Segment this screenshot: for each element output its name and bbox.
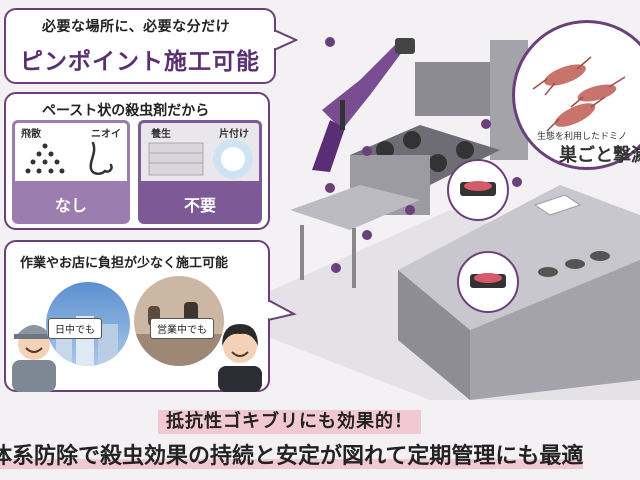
sink-counter bbox=[290, 185, 420, 230]
bait-callout bbox=[447, 159, 509, 221]
pinpoint-title: ピンポイント施工可能 bbox=[20, 49, 260, 75]
pot bbox=[565, 259, 585, 269]
pot bbox=[590, 251, 610, 261]
pinpoint-card: 必要な場所に、必要な分だけ ピンポイント施工可能 bbox=[4, 8, 276, 84]
daytime-bubble: 日中でも bbox=[48, 318, 102, 339]
ecology-domino-text: 生態を利用したドミノ bbox=[537, 132, 628, 142]
nest-extermination-text: 巣ごと撃滅 bbox=[559, 145, 640, 166]
business-hours-bubble: 営業中でも bbox=[150, 318, 214, 339]
cutting-board bbox=[533, 194, 582, 216]
cockroach-circle: 生態を利用したドミノ 巣ごと撃滅 bbox=[512, 20, 640, 170]
scatter-odor-illustration: 飛散 ニオイ bbox=[12, 120, 130, 184]
application-point bbox=[481, 119, 491, 129]
application-point bbox=[512, 177, 522, 187]
burner bbox=[403, 131, 421, 149]
curing-cleanup-panel: 養生 片付け 不要 bbox=[138, 120, 262, 224]
nose-icon bbox=[89, 141, 113, 175]
application-point bbox=[362, 230, 372, 240]
curing-label: 養生 bbox=[151, 129, 171, 140]
application-point bbox=[405, 205, 415, 215]
application-point bbox=[331, 263, 341, 273]
paste-card: ペースト状の殺虫剤だから 飛散 ニオイ なし 養生 片付け bbox=[4, 92, 270, 230]
hood bbox=[415, 62, 503, 116]
burner bbox=[456, 141, 474, 159]
low-burden-title: 作業やお店に負担が少なく施工可能 bbox=[20, 256, 229, 271]
cockroach-icon bbox=[532, 56, 626, 132]
systematic-control-banner: 体系防除で殺虫効果の持続と安定が図れて定期管理にも最適 bbox=[0, 440, 640, 474]
island-top bbox=[398, 185, 640, 330]
resistant-cockroach-banner: 抵抗性ゴキブリにも効果的！ bbox=[158, 410, 421, 434]
trash-bag-icon bbox=[213, 139, 253, 179]
pinpoint-subtitle: 必要な場所に、必要な分だけ bbox=[42, 19, 231, 35]
curing-cleanup-result: 不要 bbox=[183, 196, 216, 215]
bait-callout bbox=[457, 251, 519, 313]
card3-tail bbox=[268, 300, 297, 322]
worker-avatar-icon bbox=[12, 325, 56, 392]
scatter-odor-result: なし bbox=[54, 196, 87, 215]
odor-label: ニオイ bbox=[91, 129, 121, 140]
burner bbox=[376, 141, 394, 159]
scatter-odor-panel: 飛散 ニオイ なし bbox=[12, 120, 130, 224]
island-front bbox=[398, 270, 470, 400]
cleanup-label: 片付け bbox=[219, 129, 249, 140]
pot bbox=[538, 267, 558, 277]
application-point bbox=[325, 37, 335, 47]
paste-card-title: ペースト状の殺虫剤だから bbox=[42, 103, 210, 119]
curing-cleanup-illustration: 養生 片付け bbox=[138, 120, 262, 184]
sink-legs bbox=[300, 225, 304, 280]
island-side bbox=[470, 260, 640, 400]
sink-legs bbox=[352, 228, 356, 288]
application-point bbox=[325, 183, 335, 193]
spray-dots-icon bbox=[25, 143, 65, 174]
applicator-gun-icon bbox=[312, 38, 415, 172]
scatter-label: 飛散 bbox=[21, 129, 41, 140]
systematic-control-text: 体系防除で殺虫効果の持続と安定が図れて定期管理にも最適 bbox=[0, 444, 584, 469]
staff-avatar-icon bbox=[218, 324, 262, 392]
low-burden-card: 作業やお店に負担が少なく施工可能 日中でも 営業中でも bbox=[4, 240, 270, 392]
plastic-sheet-icon bbox=[148, 142, 204, 176]
burner bbox=[429, 154, 447, 172]
application-point bbox=[362, 146, 372, 156]
card1-tail bbox=[274, 30, 298, 52]
